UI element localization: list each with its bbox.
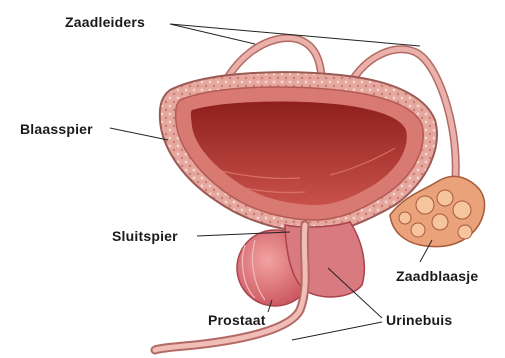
leader-blaasspier — [110, 128, 168, 140]
leader-zaadleiders-1 — [170, 24, 255, 44]
label-urinebuis: Urinebuis — [386, 312, 452, 328]
label-prostaat: Prostaat — [208, 312, 266, 328]
label-sluitspier: Sluitspier — [112, 228, 178, 244]
label-blaasspier: Blaasspier — [20, 121, 93, 137]
label-zaadblaasje: Zaadblaasje — [396, 268, 478, 284]
leader-urinebuis-2 — [292, 322, 382, 340]
label-zaadleiders: Zaadleiders — [65, 14, 145, 30]
